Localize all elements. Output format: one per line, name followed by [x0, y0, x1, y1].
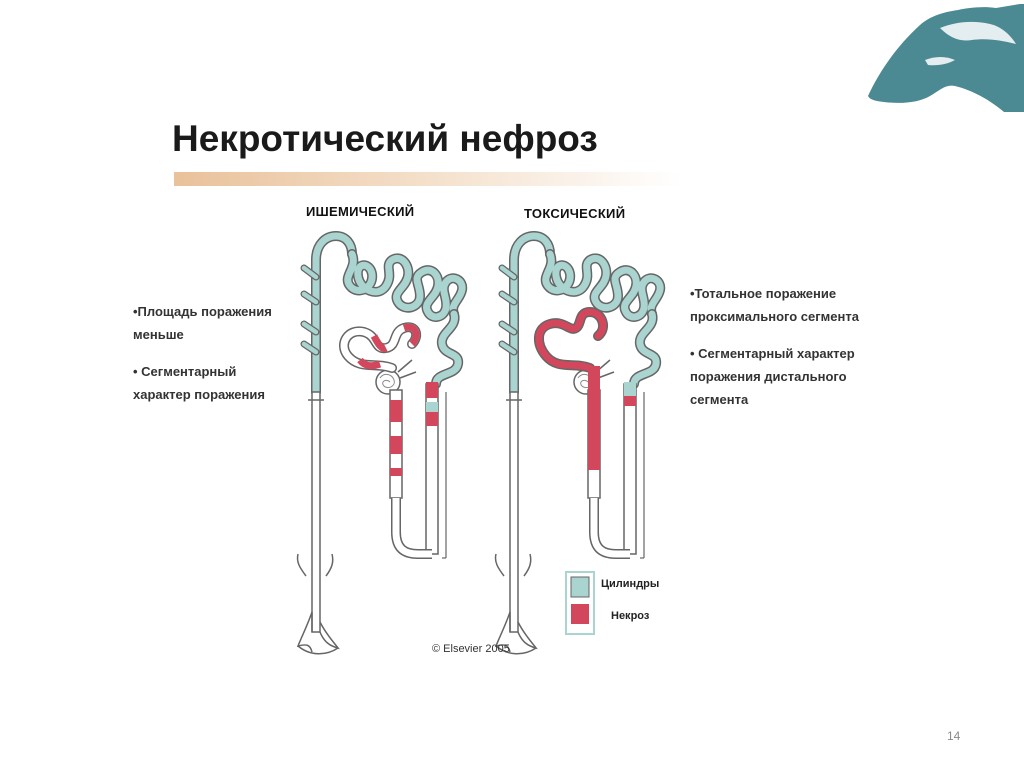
page-number: 14: [947, 729, 961, 743]
legend-cylinders-label: Цилиндры: [601, 578, 660, 590]
ischemic-label: ИШЕМИЧЕСКИЙ: [306, 204, 415, 219]
left-note-2: • Сегментарный характер поражения: [133, 364, 265, 402]
legend-necrosis-label: Некроз: [611, 610, 650, 622]
left-notes: •Площадь поражения меньше • Сегментарный…: [133, 300, 293, 420]
copyright: © Elsevier 2005: [432, 643, 510, 655]
legend-cylinders-swatch: [570, 576, 590, 598]
slide-title: Некротический нефроз: [172, 118, 598, 159]
left-note-1: •Площадь поражения меньше: [133, 304, 272, 342]
toxic-label: ТОКСИЧЕСКИЙ: [524, 206, 626, 221]
right-note-2: • Сегментарный характер поражения дистал…: [690, 346, 855, 407]
legend-necrosis-swatch: [571, 604, 589, 624]
right-notes: •Тотальное поражение проксимального сегм…: [690, 282, 875, 425]
title-underline: [174, 172, 682, 186]
right-note-1: •Тотальное поражение проксимального сегм…: [690, 286, 859, 324]
